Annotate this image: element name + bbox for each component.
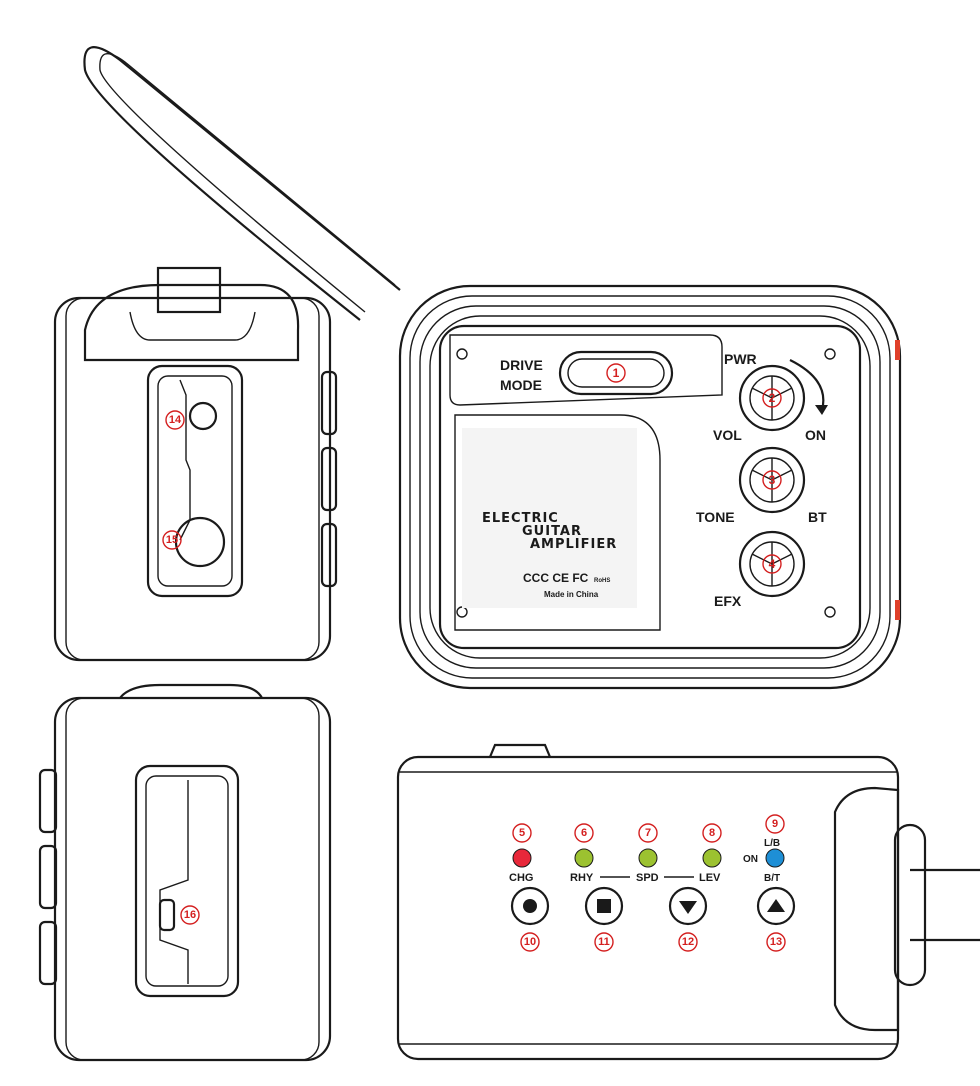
stop-button[interactable]	[584, 886, 624, 926]
rotate-arrow-icon	[789, 359, 825, 411]
callout-11: 11	[598, 936, 610, 948]
callout-14: 14	[169, 414, 182, 426]
triangle-down-icon	[679, 901, 697, 914]
on-label: ON	[805, 427, 826, 443]
up-button[interactable]	[756, 886, 796, 926]
callout-2: 2	[769, 391, 776, 405]
bt-front-label: B/T	[764, 873, 780, 884]
right-body	[53, 696, 332, 1062]
screw-icon	[456, 606, 468, 618]
knob-volume[interactable]: 2	[738, 364, 806, 432]
callout-7: 7	[645, 827, 651, 839]
mode-label: MODE	[500, 377, 542, 393]
strap-loop	[83, 46, 401, 321]
brand-line-1: ELECTRIC	[482, 511, 559, 526]
callout-9: 9	[772, 818, 778, 830]
callout-5: 5	[519, 827, 525, 839]
screw-icon	[824, 348, 836, 360]
callout-3: 3	[769, 473, 776, 487]
cert-marks: CCC CE FC	[523, 571, 589, 585]
tone-label: TONE	[696, 509, 735, 525]
knob-effects[interactable]: 4	[738, 530, 806, 598]
callout-8: 8	[709, 827, 715, 839]
rhy-label: RHY	[570, 872, 594, 884]
top-body-outer	[398, 284, 902, 690]
rohs-mark: RoHS	[594, 578, 610, 584]
screw-icon	[456, 348, 468, 360]
made-in-label: Made in China	[544, 590, 599, 599]
knob-tone[interactable]: 3	[738, 446, 806, 514]
triangle-up-icon	[767, 899, 785, 912]
usb-port[interactable]	[158, 898, 176, 932]
spd-label: SPD	[636, 872, 659, 884]
brand-line-2: GUITAR	[522, 524, 582, 539]
led-rhythm	[574, 848, 594, 868]
brand-line-3: AMPLIFIER	[530, 537, 617, 552]
pwr-label: PWR	[724, 351, 757, 367]
top-panel	[438, 324, 862, 650]
guitar-input-jack[interactable]	[174, 516, 226, 568]
port-panel	[146, 364, 244, 598]
left-side-view: 14 15	[53, 266, 338, 662]
strap-mount	[156, 266, 222, 314]
callout-10: 10	[524, 936, 536, 948]
callout-4: 4	[769, 557, 776, 571]
front-view: 5 6 7 8 9 CHG RHY SPD LEV L/B ON B/T	[396, 743, 980, 1061]
callout-15: 15	[166, 534, 178, 546]
lev-label: LEV	[699, 872, 721, 884]
vol-label: VOL	[713, 427, 742, 443]
led-charge	[512, 848, 532, 868]
callout-13: 13	[770, 936, 782, 948]
callout-12: 12	[682, 936, 694, 948]
strap	[910, 868, 980, 942]
square-icon	[597, 899, 611, 913]
callout-6: 6	[581, 827, 587, 839]
usb-panel	[134, 764, 240, 998]
drive-mode-button[interactable]	[558, 350, 674, 396]
on-front-label: ON	[743, 854, 758, 865]
efx-label: EFX	[714, 593, 742, 609]
down-button[interactable]	[668, 886, 708, 926]
drive-label: DRIVE	[500, 357, 543, 373]
strap-bracket	[833, 786, 900, 1032]
left-body	[53, 296, 332, 662]
led-speed	[638, 848, 658, 868]
right-side-view: 16	[38, 683, 332, 1062]
callout-16: 16	[184, 909, 196, 921]
screw-icon	[824, 606, 836, 618]
play-button[interactable]	[510, 886, 550, 926]
lb-label: L/B	[764, 838, 780, 849]
circle-dot-icon	[523, 899, 537, 913]
aux-jack[interactable]	[188, 401, 218, 431]
led-bluetooth	[765, 848, 785, 868]
front-body	[396, 755, 900, 1061]
chg-label: CHG	[509, 872, 533, 884]
top-view: DRIVE MODE 1 ELECTRIC GUITAR AMPLIFIER C…	[83, 46, 902, 690]
bt-label: BT	[808, 509, 827, 525]
callout-1: 1	[613, 366, 620, 380]
led-level	[702, 848, 722, 868]
